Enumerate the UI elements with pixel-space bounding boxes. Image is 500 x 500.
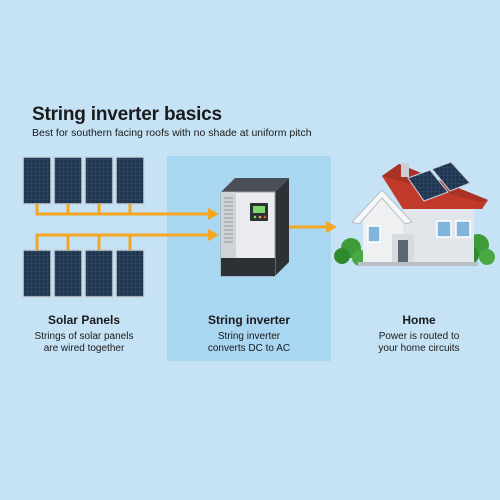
string-inverter-device bbox=[220, 178, 289, 277]
column-solar-panels-desc-line2: are wired together bbox=[43, 343, 125, 354]
column-inverter-desc-line2: converts DC to AC bbox=[207, 343, 291, 354]
solar-panel-array-top bbox=[22, 156, 145, 205]
arrow-head bbox=[208, 229, 219, 241]
house-illustration bbox=[334, 161, 495, 266]
solar-panel bbox=[84, 156, 114, 205]
solar-panel bbox=[22, 249, 52, 298]
page-title: String inverter basics bbox=[32, 104, 222, 125]
solar-panel-array-bottom bbox=[22, 249, 145, 298]
wire-bottom-string bbox=[35, 233, 208, 250]
solar-panel bbox=[115, 156, 145, 205]
column-inverter-desc: String inverter converts DC to AC bbox=[174, 331, 324, 355]
column-solar-panels-title: Solar Panels bbox=[47, 313, 121, 327]
column-inverter-title: String inverter bbox=[207, 313, 291, 327]
solar-panel bbox=[115, 249, 145, 298]
arrow-head bbox=[208, 208, 219, 220]
arrow-head bbox=[326, 221, 337, 233]
page-subtitle: Best for southern facing roofs with no s… bbox=[32, 127, 312, 139]
column-home-desc-line1: Power is routed to bbox=[378, 331, 460, 342]
column-solar-panels-desc-line1: Strings of solar panels bbox=[34, 331, 134, 342]
column-home-desc-line2: your home circuits bbox=[378, 343, 460, 354]
column-solar-panels-desc: Strings of solar panels are wired togeth… bbox=[9, 331, 159, 355]
column-home-title: Home bbox=[402, 313, 436, 327]
solar-panel bbox=[53, 249, 83, 298]
column-inverter-desc-line1: String inverter bbox=[217, 331, 281, 342]
column-home-desc: Power is routed to your home circuits bbox=[344, 331, 494, 355]
wire-top-string bbox=[35, 204, 208, 216]
solar-panel bbox=[84, 249, 114, 298]
solar-panel bbox=[22, 156, 52, 205]
solar-panel bbox=[53, 156, 83, 205]
